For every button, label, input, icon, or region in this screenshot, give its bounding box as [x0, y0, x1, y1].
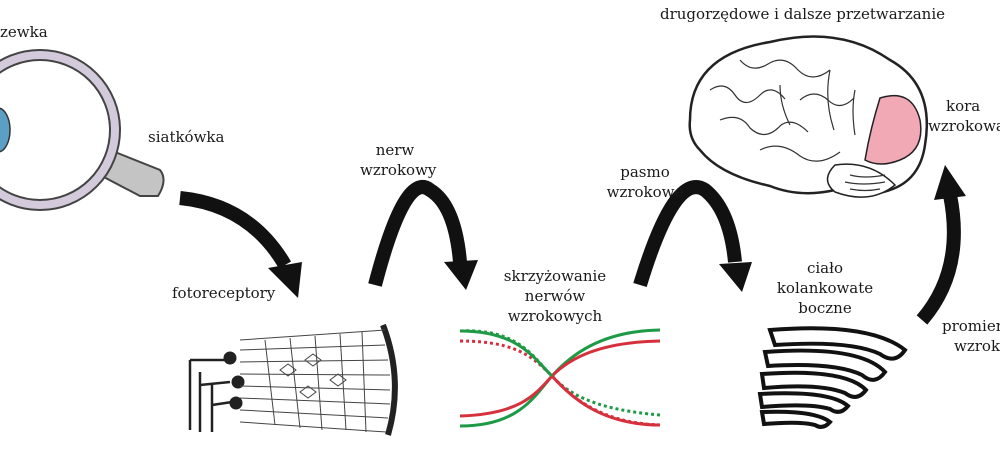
optic-nerve-label-line2: wzrokowy	[360, 161, 437, 179]
visual-cortex-region	[864, 94, 922, 165]
optic-tract-label-line1: pasmo	[620, 163, 670, 181]
optic-tract-label: pasmo wzrokowe	[600, 162, 690, 202]
retina-label: siatkówka	[148, 128, 225, 146]
lateral-geniculate-illustration	[757, 326, 908, 429]
optic-radiation-label-line1: promieni	[942, 317, 1000, 335]
optic-nerve-label-line1: nerw	[375, 141, 415, 159]
pathway-arrows	[179, 165, 966, 325]
arrow-optic-radiation	[916, 193, 961, 325]
optic-chiasm-illustration	[459, 328, 661, 428]
visual-cortex-label: kora wzrokowa	[928, 96, 1000, 136]
optic-chiasm-label-line1: skrzyżowanie	[503, 267, 607, 285]
arrow-optic-nerve	[368, 180, 467, 287]
secondary-processing-label: drugorzędowe i dalsze przetwarzanie	[660, 5, 945, 23]
visual-cortex-label-line2: wzrokowa	[928, 117, 1000, 135]
lens-icon	[0, 107, 11, 153]
optic-radiation-label-line2: wzroko	[954, 337, 1000, 355]
lgn-label-line2: kolankowate	[776, 279, 874, 297]
brain-illustration	[688, 35, 929, 198]
optic-tract-label-line2: wzrokowe	[606, 183, 684, 201]
lgn-label-line3: boczne	[798, 299, 852, 317]
eye-label: zewka	[0, 23, 48, 41]
optic-chiasm-label-line2: nerwów	[524, 287, 586, 305]
photoreceptors-illustration	[188, 323, 398, 436]
arrow-retina-to-photoreceptors	[179, 191, 292, 269]
lgn-label-line1: ciało	[806, 259, 844, 277]
photoreceptors-label: fotoreceptory	[172, 284, 276, 302]
optic-radiation-label: promieni wzroko	[942, 316, 1000, 356]
optic-nerve-label: nerw wzrokowy	[360, 140, 437, 180]
eye-illustration	[0, 49, 165, 211]
optic-chiasm-label: skrzyżowanie nerwów wzrokowych	[490, 266, 620, 326]
visual-cortex-label-line1: kora	[946, 97, 981, 115]
arrow-optic-tract	[633, 180, 742, 288]
lgn-label: ciało kolankowate boczne	[770, 258, 880, 318]
optic-chiasm-label-line3: wzrokowych	[507, 307, 603, 325]
